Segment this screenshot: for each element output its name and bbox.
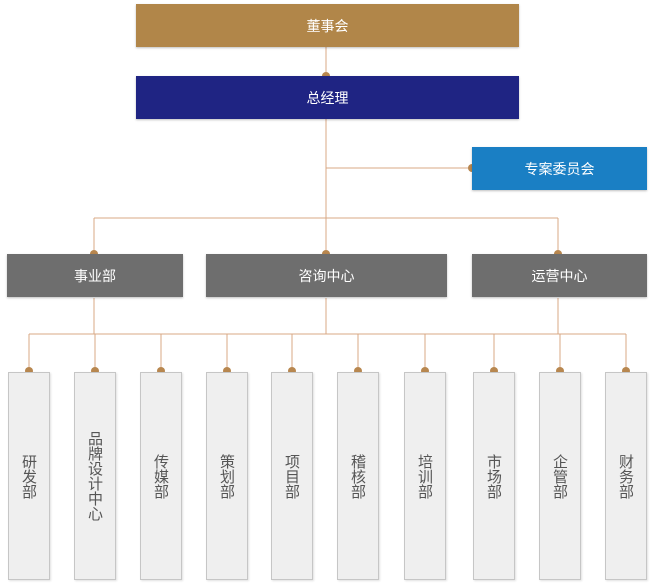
unit-label: 项目部 xyxy=(283,453,301,499)
unit-label: 财务部 xyxy=(617,453,635,499)
unit-label: 研发部 xyxy=(20,453,38,499)
dept-label: 事业部 xyxy=(74,268,116,285)
unit-planning: 策划部 xyxy=(206,372,248,580)
dept-business: 事业部 xyxy=(7,254,183,297)
unit-label: 传媒部 xyxy=(152,453,170,499)
unit-label: 策划部 xyxy=(218,453,236,499)
dept-label: 运营中心 xyxy=(531,268,588,285)
committee-label: 专案委员会 xyxy=(524,161,595,178)
committee-node: 专案委员会 xyxy=(472,147,647,190)
unit-management: 企管部 xyxy=(539,372,581,580)
unit-label: 培训部 xyxy=(416,453,434,499)
dept-label: 咨询中心 xyxy=(298,268,355,285)
dept-consulting: 咨询中心 xyxy=(206,254,447,297)
unit-media: 传媒部 xyxy=(140,372,182,580)
unit-label: 企管部 xyxy=(551,453,569,499)
unit-training: 培训部 xyxy=(404,372,446,580)
gm-node: 总经理 xyxy=(136,76,519,119)
dept-operations: 运营中心 xyxy=(472,254,647,297)
unit-audit: 稽核部 xyxy=(337,372,379,580)
unit-marketing: 市场部 xyxy=(473,372,515,580)
unit-label: 品牌设计中心 xyxy=(86,431,104,521)
unit-project: 项目部 xyxy=(271,372,313,580)
unit-rd: 研发部 xyxy=(8,372,50,580)
unit-brand-design: 品牌设计中心 xyxy=(74,372,116,580)
unit-finance: 财务部 xyxy=(605,372,647,580)
unit-label: 稽核部 xyxy=(349,453,367,499)
unit-label: 市场部 xyxy=(485,453,503,499)
board-node: 董事会 xyxy=(136,4,519,47)
gm-label: 总经理 xyxy=(306,90,349,107)
board-label: 董事会 xyxy=(306,18,349,35)
